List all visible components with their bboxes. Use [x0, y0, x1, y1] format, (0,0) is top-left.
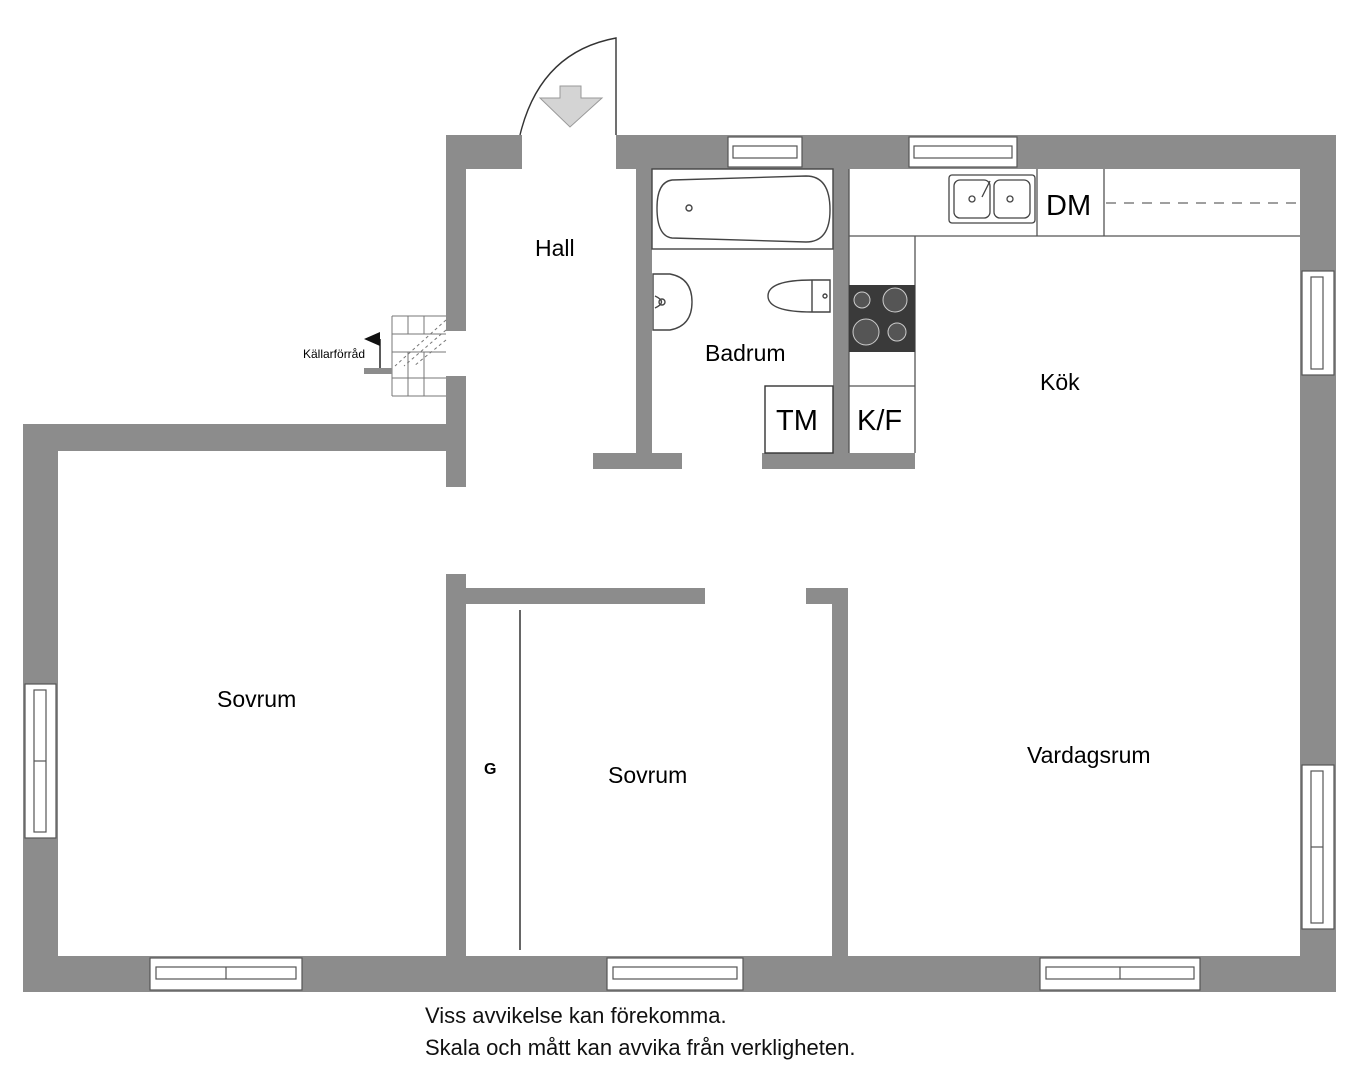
fixture-label-wardrobe: G — [484, 761, 497, 778]
room-label-sovrum-middle: Sovrum — [608, 762, 688, 788]
entrance-arrow-icon — [538, 85, 604, 128]
disclaimer: Viss avvikelse kan förekomma. Skala och … — [425, 1000, 855, 1064]
window-pane — [612, 966, 738, 980]
room-label-sovrum-left: Sovrum — [217, 686, 297, 712]
stairs-icon — [391, 315, 447, 397]
disclaimer-line-1: Viss avvikelse kan förekomma. — [425, 1003, 727, 1028]
entrance-door — [519, 37, 617, 136]
fixture-label-fridge-freezer: K/F — [857, 405, 903, 437]
kitchen-sink-icon — [948, 174, 1036, 224]
window-pane — [913, 145, 1013, 159]
wall-bedroom-mid-right — [832, 588, 848, 956]
sink-icon — [652, 273, 693, 331]
wall-hall-left-upper — [446, 135, 466, 331]
wall-hall-bath — [636, 169, 652, 457]
bathroom-fixtures — [651, 168, 834, 331]
fixture-label-washer: TM — [776, 405, 818, 437]
room-label-hall: Hall — [535, 235, 575, 261]
wall-hall-left-lower — [446, 376, 466, 487]
room-label-badrum: Badrum — [705, 340, 786, 366]
disclaimer-line-2: Skala och mått kan avvika från verklighe… — [425, 1035, 856, 1060]
stove-icon — [849, 285, 915, 352]
walls — [23, 135, 1336, 992]
window-pane — [1310, 276, 1324, 370]
toilet-icon — [767, 279, 831, 313]
stairs-arrow-icon — [364, 332, 392, 374]
bathtub-icon — [656, 175, 831, 243]
wall-hall-stub — [593, 453, 682, 469]
washer-box — [764, 385, 834, 454]
kitchen-fixtures — [848, 169, 1300, 453]
wall-bedroom-mid-top-a — [446, 588, 705, 604]
wall-bath-bottom — [762, 453, 915, 469]
windows — [24, 136, 1335, 991]
window-pane — [732, 145, 798, 159]
wall-bedroom-mid-left — [446, 588, 466, 956]
wall-top-left-wing — [23, 424, 465, 451]
fixture-label-dishwasher: DM — [1046, 190, 1092, 222]
room-label-kallarforrad: Källarförråd — [303, 347, 366, 361]
room-label-vardagsrum: Vardagsrum — [1027, 742, 1151, 768]
wall-bath-kitchen — [833, 169, 849, 457]
room-label-kok: Kök — [1040, 369, 1080, 395]
